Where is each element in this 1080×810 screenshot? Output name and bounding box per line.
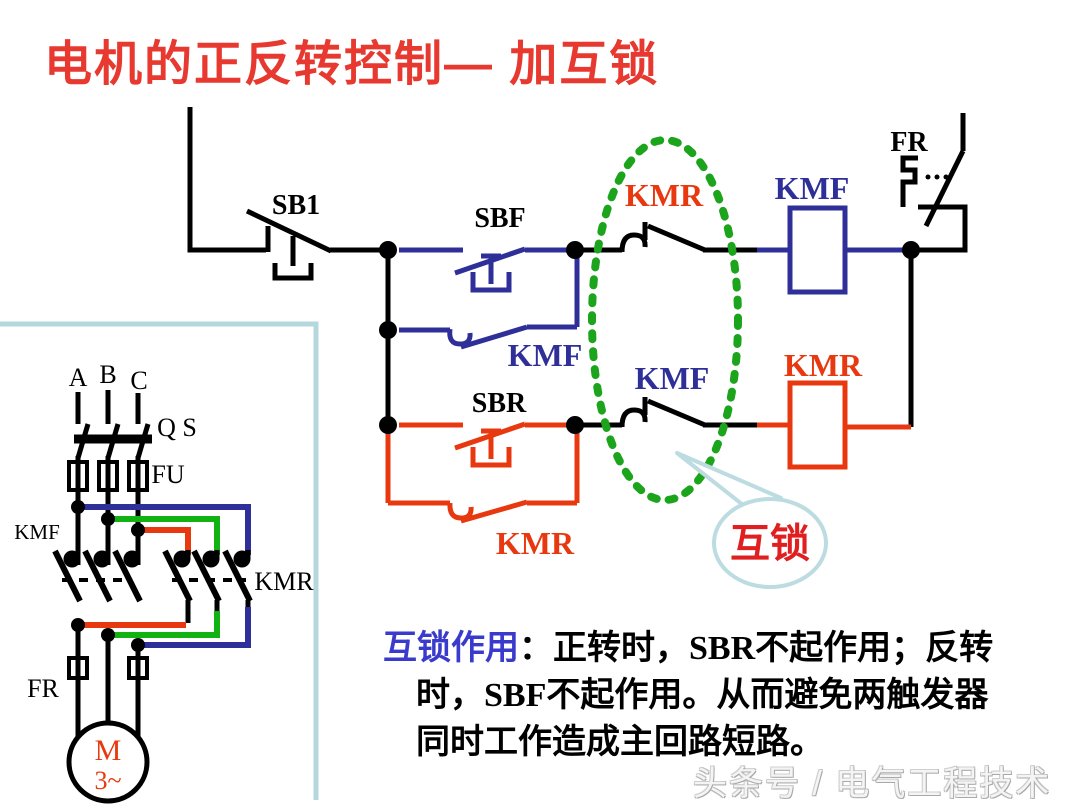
kmr-interlock-contact: KMR <box>581 177 757 253</box>
qs-switch: Q S <box>74 390 197 459</box>
kmf-aux-contact: KMF <box>399 252 582 373</box>
crossover-wires-top <box>71 500 251 555</box>
phase-b-label: B <box>99 360 116 389</box>
kmf-interlock-contact: KMF <box>581 360 757 428</box>
kmf-main-label: KMF <box>14 520 60 544</box>
main-circuit: A B C Q S FU <box>14 360 314 804</box>
note-line-1: 互锁作用：正转时，SBR不起作用；反转 <box>383 625 1063 672</box>
qs-label: Q S <box>157 413 197 442</box>
kmf-aux-label: KMF <box>508 337 583 373</box>
kmr-aux-label: KMR <box>496 525 575 561</box>
fu-fuses: FU <box>67 460 185 492</box>
note-line-2: 时，SBF不起作用。从而避免两触发器 <box>416 677 989 714</box>
fr-relay-contact: FR <box>890 113 968 253</box>
crossover-wires-bottom <box>71 600 251 652</box>
sb1-stop-button: SB1 <box>245 190 388 281</box>
kmr-coil-label: KMR <box>784 347 863 383</box>
kmr-main-contacts: KMR <box>162 549 314 603</box>
interlock-highlight-ellipse <box>588 136 742 504</box>
watermark: 头条号 / 电气工程技术 <box>693 765 1052 803</box>
page-title: 电机的正反转控制— 加互锁 <box>44 38 660 91</box>
note-line-3: 同时工作造成主回路短路。 <box>416 724 824 761</box>
kmr-main-label: KMR <box>254 567 314 596</box>
power-feed-wire <box>187 107 266 253</box>
note-lead: 互锁作用 <box>383 630 519 667</box>
callout-text: 互锁 <box>730 522 810 566</box>
fr-main-label: FR <box>27 674 59 703</box>
panel-border <box>0 321 319 800</box>
sbr-reverse-button: SBR <box>399 388 575 468</box>
motor-m-label: M <box>95 734 122 767</box>
callout-bubble <box>712 497 828 589</box>
junction-dots <box>379 241 920 434</box>
kmf-main-contacts: KMF <box>14 520 143 603</box>
fu-label: FU <box>151 460 184 489</box>
sbf-forward-button: SBF <box>399 203 575 293</box>
fr-contact-label: FR <box>890 127 928 158</box>
kmf-coil-label: KMF <box>775 170 850 206</box>
kmr-coil: KMR <box>757 347 911 470</box>
fr-heater: FR <box>27 625 149 737</box>
note-line1-rest: ：正转时，SBR不起作用；反转 <box>519 630 994 667</box>
interlock-callout: 互锁 <box>675 451 828 589</box>
motor-3ph-label: 3~ <box>94 766 121 795</box>
kmr-interlock-label: KMR <box>625 177 704 213</box>
interlock-note: 互锁作用：正转时，SBR不起作用；反转 时，SBF不起作用。从而避免两触发器 同… <box>383 625 1063 766</box>
phase-a-label: A <box>69 363 88 392</box>
motor: M 3~ <box>66 720 150 804</box>
kmf-interlock-label: KMF <box>635 360 710 396</box>
kmr-aux-contact: KMR <box>385 425 580 561</box>
kmf-coil: KMF <box>757 170 911 295</box>
phase-c-label: C <box>130 366 147 395</box>
sbr-label: SBR <box>472 388 527 419</box>
sbf-label: SBF <box>474 203 525 234</box>
sb1-label: SB1 <box>272 190 320 221</box>
